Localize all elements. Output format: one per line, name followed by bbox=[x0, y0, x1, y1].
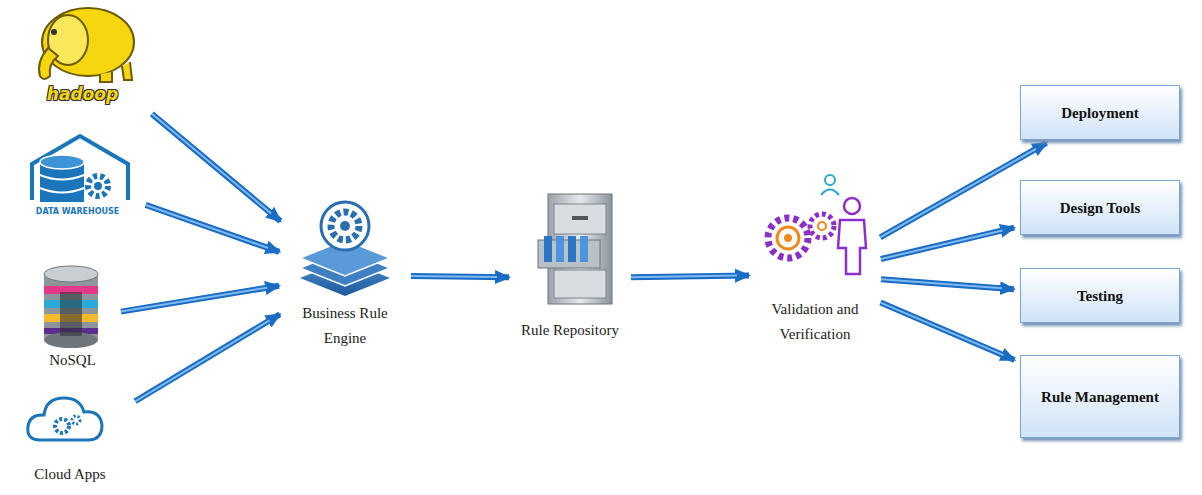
arrow-shaft bbox=[411, 276, 509, 277]
box-label: Rule Management bbox=[1041, 386, 1159, 408]
process-box: Rule Management bbox=[1020, 355, 1180, 438]
arrow-highlight bbox=[135, 320, 269, 401]
arrow-highlight bbox=[146, 205, 268, 248]
icon-node: Rule Repository bbox=[515, 188, 625, 368]
arrow-highlight bbox=[881, 279, 1002, 288]
flow-arrow bbox=[881, 279, 1014, 289]
box-label: Deployment bbox=[1061, 102, 1139, 124]
arrow-highlight bbox=[631, 276, 737, 278]
process-box: Testing bbox=[1020, 268, 1180, 323]
gears-person-icon bbox=[768, 175, 866, 274]
arrow-highlight bbox=[411, 276, 497, 277]
box-label: Design Tools bbox=[1060, 197, 1140, 219]
arrow-shaft bbox=[152, 114, 281, 221]
icon-caption: Business Rule Engine bbox=[285, 301, 405, 351]
process-box: Design Tools bbox=[1020, 180, 1180, 235]
cloud-icon bbox=[28, 398, 102, 440]
icon-node: hadoop bbox=[15, 2, 150, 110]
arrow-highlight bbox=[880, 149, 1036, 238]
arrow-shaft bbox=[146, 205, 280, 252]
flow-arrow bbox=[135, 314, 280, 401]
icon-node: NoSQL bbox=[30, 262, 115, 377]
nosql-database-icon bbox=[44, 266, 98, 348]
flow-arrow bbox=[146, 205, 280, 252]
file-cabinet-icon bbox=[538, 194, 612, 304]
arrow-shaft bbox=[135, 314, 280, 401]
icon-caption: NoSQL bbox=[30, 348, 115, 373]
flow-arrow bbox=[881, 228, 1014, 259]
flow-arrow bbox=[881, 303, 1015, 360]
icon-node: Validation and Verification bbox=[755, 172, 875, 377]
process-box: Deployment bbox=[1020, 85, 1180, 140]
arrow-highlight bbox=[881, 303, 1004, 356]
arrow-shaft bbox=[881, 228, 1014, 259]
icon-caption: Rule Repository bbox=[515, 318, 625, 343]
box-label: Testing bbox=[1077, 285, 1123, 307]
icon-node: Cloud Apps bbox=[10, 390, 130, 491]
arrow-shaft bbox=[121, 286, 279, 312]
icon-caption: Cloud Apps bbox=[10, 462, 130, 487]
flow-arrow bbox=[152, 114, 281, 221]
arrow-highlight bbox=[121, 288, 267, 312]
data-warehouse-icon bbox=[32, 136, 128, 202]
flow-arrow bbox=[411, 276, 509, 277]
arrow-highlight bbox=[152, 114, 271, 214]
arrow-shaft bbox=[881, 279, 1014, 289]
icon-caption: hadoop bbox=[15, 84, 150, 104]
arrow-shaft bbox=[631, 275, 749, 277]
icon-node: DATA WAREHOUSE bbox=[15, 135, 140, 227]
arrow-shaft bbox=[881, 303, 1015, 360]
flow-arrow bbox=[121, 286, 279, 312]
icon-caption: DATA WAREHOUSE bbox=[15, 207, 140, 217]
icon-caption: Validation and Verification bbox=[769, 297, 861, 347]
rule-engine-icon bbox=[300, 202, 390, 296]
arrow-highlight bbox=[881, 230, 1003, 259]
flow-arrow bbox=[631, 275, 749, 277]
icon-node: Business Rule Engine bbox=[285, 195, 405, 355]
hadoop-elephant bbox=[39, 8, 134, 82]
